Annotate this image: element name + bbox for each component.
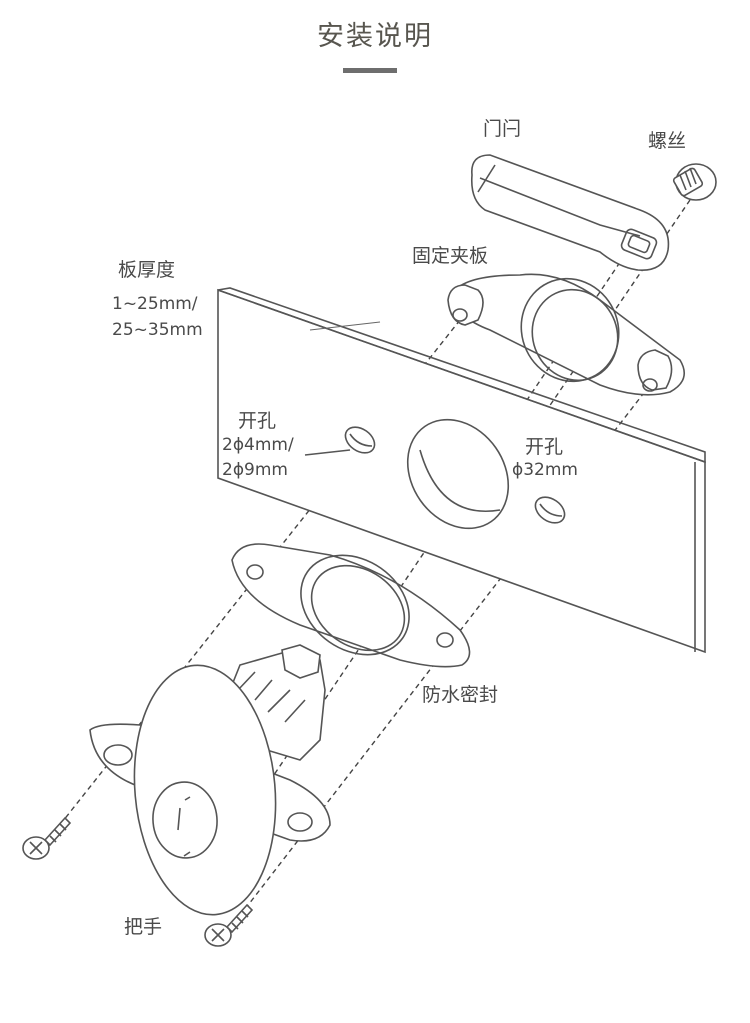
- hole-small-left: [344, 426, 376, 454]
- label-hole-left-title: 开孔: [238, 410, 277, 432]
- label-hole-center-title: 开孔: [525, 436, 564, 458]
- label-thickness-line2: 25~35mm: [112, 320, 203, 340]
- label-latch: 门闩: [483, 118, 522, 140]
- latch-part: [470, 154, 670, 271]
- label-board-thickness: 板厚度: [118, 259, 176, 281]
- label-hole-left-line2: 2ϕ9mm: [222, 460, 288, 480]
- label-clamp-plate: 固定夹板: [412, 245, 489, 267]
- clamp-plate-part: [447, 273, 686, 396]
- label-hole-left-line1: 2ϕ4mm/: [222, 435, 294, 455]
- hole-small-right: [534, 496, 566, 524]
- screw-bottom-left: [22, 816, 72, 860]
- label-thickness-line1: 1~25mm/: [112, 294, 198, 314]
- label-screw: 螺丝: [648, 130, 687, 152]
- handle-part: [89, 644, 331, 916]
- label-hole-center-line1: ϕ32mm: [512, 460, 578, 480]
- label-handle: 把手: [124, 916, 163, 938]
- page-title: 安装说明: [317, 21, 433, 52]
- label-waterproof-seal: 防水密封: [422, 684, 499, 706]
- hole-label-leader: [304, 449, 351, 456]
- hole-large-center: [406, 418, 510, 530]
- screw-bottom-right: [204, 903, 254, 947]
- assembly-axis-right: [224, 384, 651, 936]
- waterproof-seal-part: [231, 543, 471, 668]
- title-underline: [343, 68, 397, 73]
- screw-part: [672, 163, 717, 201]
